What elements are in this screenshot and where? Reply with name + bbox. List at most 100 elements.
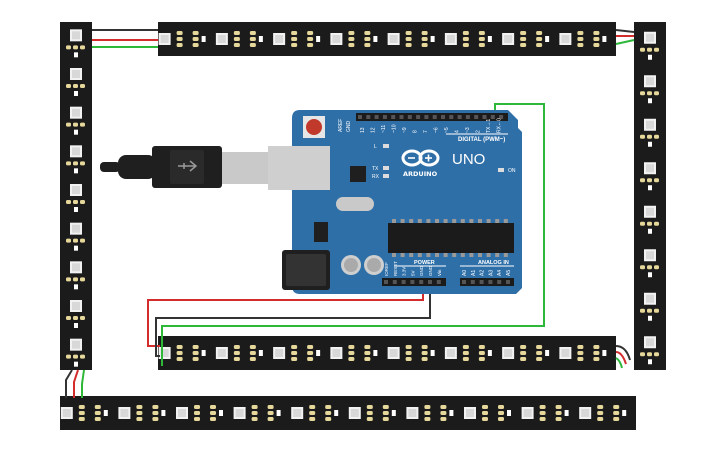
solder-pads: [640, 47, 659, 60]
wire-top-right-green[interactable]: [615, 39, 635, 45]
solder-pads: [66, 354, 85, 367]
power-pin-label: 3.3V: [402, 267, 407, 276]
digital-pin-label: ~5: [444, 127, 450, 133]
led-pixel[interactable]: [387, 33, 400, 45]
analog-label: ANALOG IN: [478, 260, 509, 266]
led-pixel[interactable]: [644, 75, 656, 88]
led-strip-bottom[interactable]: [60, 396, 636, 430]
led-pixel[interactable]: [521, 407, 534, 419]
led-strip-right[interactable]: [634, 22, 666, 370]
arduino-logo-icon: [401, 149, 440, 167]
led-pixel[interactable]: [330, 33, 343, 45]
led-pixel[interactable]: [644, 292, 656, 305]
led-pixel[interactable]: [444, 347, 457, 359]
solder-pads: [424, 405, 454, 421]
led-pixel[interactable]: [273, 33, 286, 45]
led-pixel[interactable]: [387, 347, 400, 359]
led-pixel[interactable]: [330, 347, 343, 359]
led-pixel[interactable]: [559, 347, 572, 359]
led-pixel[interactable]: [273, 347, 286, 359]
led-pixel[interactable]: [70, 145, 82, 158]
solder-pads: [405, 31, 435, 47]
led-pixel[interactable]: [158, 347, 171, 359]
power-pin-label: 5V: [410, 270, 415, 276]
led-pixel[interactable]: [644, 336, 656, 349]
wire-right-middle-red[interactable]: [615, 351, 627, 365]
led-pixel[interactable]: [176, 407, 188, 419]
led-pixel[interactable]: [70, 338, 82, 351]
digital-header[interactable]: [356, 113, 508, 121]
led-strip-left[interactable]: [60, 22, 92, 370]
wire-data-green[interactable]: [161, 103, 545, 366]
led-pixel[interactable]: [70, 68, 82, 80]
led-pixel[interactable]: [215, 33, 228, 45]
solder-pads: [640, 134, 659, 147]
led-pixel[interactable]: [70, 222, 82, 235]
led-pixel[interactable]: [70, 106, 82, 119]
usb-socket[interactable]: [268, 146, 330, 190]
solder-pads: [539, 405, 569, 421]
led-pixel[interactable]: [559, 33, 572, 45]
solder-pads: [348, 31, 378, 47]
solder-pads: [66, 200, 85, 212]
regulator: [314, 222, 328, 242]
led-pixel[interactable]: [70, 184, 82, 196]
wire-left-bottom-red[interactable]: [73, 369, 79, 398]
led-pixel[interactable]: [644, 249, 656, 262]
solder-pads: [194, 405, 223, 421]
digital-pin-label: ~11: [381, 125, 387, 133]
wire-left-bottom-green[interactable]: [81, 369, 85, 398]
wire-left-bottom-black[interactable]: [65, 369, 73, 398]
analog-pin-label: A5: [506, 270, 512, 276]
led-pixel[interactable]: [215, 347, 228, 359]
digital-pin-label: RX←0: [497, 118, 503, 133]
solder-pads: [291, 31, 321, 47]
led-pixel[interactable]: [502, 347, 515, 359]
led-strip-middle[interactable]: [158, 336, 616, 370]
strip-connector-wires[interactable]: [65, 29, 635, 398]
led-pixel[interactable]: [70, 29, 82, 42]
power-pin-label: Vin: [437, 269, 442, 276]
led-pixel[interactable]: [70, 300, 82, 312]
wire-right-middle-black[interactable]: [615, 345, 631, 361]
wire-5v-red[interactable]: [147, 284, 424, 347]
digital-pin-label: 8: [413, 130, 419, 133]
reset-button-icon[interactable]: [303, 116, 325, 138]
rx-led: [383, 174, 389, 178]
led-pixel[interactable]: [464, 407, 476, 419]
power-pin-label: GND: [428, 265, 433, 276]
led-pixel[interactable]: [291, 407, 304, 419]
led-pixel[interactable]: [644, 118, 656, 131]
arduino-wires[interactable]: [147, 103, 545, 366]
led-pixel[interactable]: [70, 261, 82, 274]
wire-top-right-black[interactable]: [615, 29, 635, 33]
analog-pin-label: A3: [488, 270, 494, 276]
led-pixel[interactable]: [118, 407, 131, 419]
led-pixel[interactable]: [644, 205, 656, 218]
led-pixel[interactable]: [348, 407, 361, 419]
led-pixel[interactable]: [444, 33, 457, 45]
led-pixel[interactable]: [60, 407, 73, 419]
power-label: POWER: [414, 260, 435, 266]
gnd-label: GND: [346, 121, 352, 133]
solder-pads: [309, 405, 339, 421]
led-pixel[interactable]: [233, 407, 246, 419]
led-pixel[interactable]: [502, 33, 515, 45]
led-pixel[interactable]: [644, 162, 656, 175]
analog-header[interactable]: [460, 278, 514, 286]
led-pixel[interactable]: [644, 31, 656, 44]
analog-pin-label: A4: [497, 270, 503, 276]
solder-pads: [233, 345, 263, 361]
brand-label: ARDUINO: [403, 170, 438, 178]
led-strip-top[interactable]: [158, 22, 616, 56]
usb-chip: [350, 166, 366, 182]
power-pin-label: GND: [419, 265, 424, 276]
wire-gnd-black[interactable]: [155, 284, 431, 357]
led-pixel[interactable]: [579, 407, 592, 419]
solder-pads: [233, 31, 263, 47]
led-pixel[interactable]: [406, 407, 419, 419]
led-pixel[interactable]: [158, 33, 171, 45]
wire-right-middle-green[interactable]: [615, 357, 623, 369]
l-label: L: [374, 144, 377, 150]
